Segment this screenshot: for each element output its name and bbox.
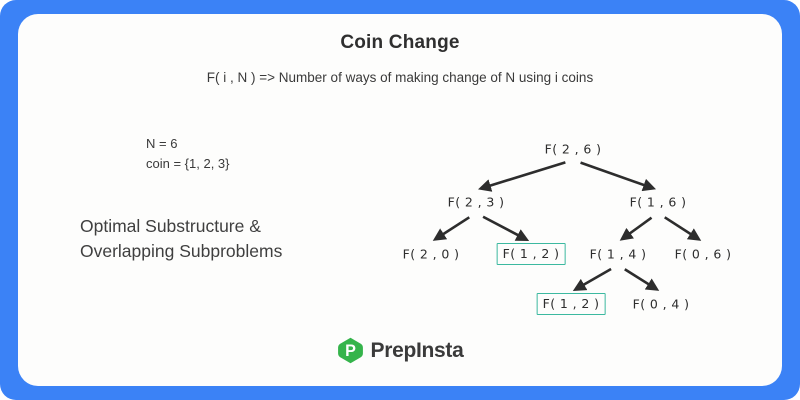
- tree-node-n12b: F( 1 , 2 ): [536, 293, 606, 315]
- tree-node-n12a: F( 1 , 2 ): [496, 243, 566, 265]
- param-n: N = 6: [146, 136, 178, 151]
- brand-name: PrepInsta: [370, 338, 464, 362]
- svg-text:P: P: [345, 342, 356, 360]
- tree-edge-n16-to-n06: [664, 216, 702, 241]
- page-title: Coin Change: [340, 32, 460, 53]
- tree-node-root: F( 2 , 6 ): [544, 141, 602, 157]
- param-coin: coin = {1, 2, 3}: [146, 156, 230, 172]
- tree-node-n04: F( 0 , 4 ): [632, 296, 690, 312]
- prepinsta-hexagon-icon: P: [337, 337, 363, 364]
- concept-line-2: Overlapping Subproblems: [80, 240, 283, 261]
- tree-node-n20: F( 2 , 0 ): [402, 246, 460, 262]
- brand-logo: P PrepInsta: [18, 337, 782, 364]
- problem-parameters: N = 6 coin = {1, 2, 3}: [146, 134, 229, 174]
- tree-node-n16: F( 1 , 6 ): [629, 194, 687, 210]
- concept-heading: Optimal Substructure & Overlapping Subpr…: [80, 214, 380, 264]
- tree-edge-n14-to-n12b: [572, 267, 612, 291]
- tree-edge-n14-to-n04: [624, 268, 660, 291]
- formula-definition: F( i , N ) => Number of ways of making c…: [206, 70, 594, 85]
- tree-edge-n23-to-n20: [432, 216, 470, 241]
- content-card: Coin Change F( i , N ) => Number of ways…: [18, 14, 782, 386]
- tree-node-n14: F( 1 , 4 ): [589, 246, 647, 262]
- recursion-tree: F( 2 , 6 ) F( 2 , 3 ) F( 1 , 6 ) F( 2 , 0 )…: [373, 124, 782, 334]
- tree-edges: [432, 161, 702, 291]
- tree-edge-root-to-n23: [478, 161, 566, 192]
- tree-edge-root-to-n16: [580, 161, 657, 192]
- concept-line-1: Optimal Substructure &: [80, 216, 261, 236]
- tree-edge-n23-to-n12a: [482, 215, 530, 242]
- tree-node-n06: F( 0 , 6 ): [674, 246, 732, 262]
- tree-edge-n16-to-n14: [619, 216, 653, 241]
- tree-node-n23: F( 2 , 3 ): [447, 194, 505, 210]
